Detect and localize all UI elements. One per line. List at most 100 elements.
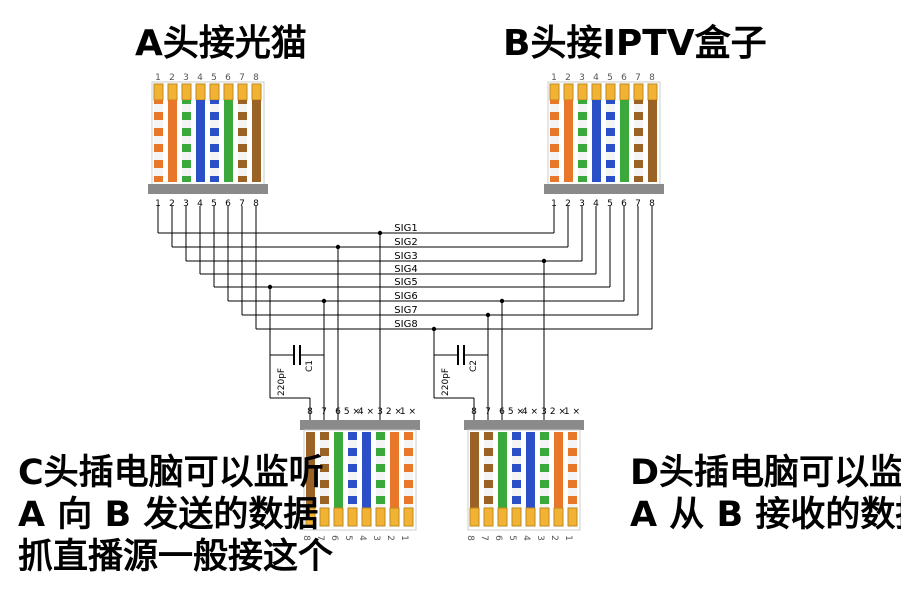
connector-pin-number: 2: [385, 535, 395, 541]
wire-orange-white: [404, 432, 413, 508]
connector-pin-number: 6: [621, 73, 627, 83]
wire-orange: [564, 100, 573, 182]
connector-pin-number: 7: [239, 199, 245, 209]
connector-pin-number: 8: [649, 199, 655, 209]
wire-blue: [362, 432, 371, 508]
connector-pin-number: 6: [329, 535, 339, 541]
junction-dot: [267, 284, 273, 290]
pin-mark: 8: [471, 407, 477, 417]
gold-contact: [497, 507, 508, 527]
wire-blue-white: [606, 100, 615, 182]
connector-pin-number: 3: [371, 535, 381, 541]
gold-contact: [553, 507, 564, 527]
gold-contact: [483, 507, 494, 527]
signal-label-1: SIG1: [394, 223, 417, 234]
gold-contact: [333, 507, 344, 527]
wire-green-white: [540, 432, 549, 508]
connector-pin-number: 8: [301, 535, 311, 541]
note-d: D头插电脑可以监听 A 从 B 接收的数据: [630, 452, 901, 536]
signal-label-4: SIG4: [394, 264, 417, 275]
wire-green: [334, 432, 343, 508]
connector-boot: [148, 184, 268, 194]
connector-pin-number: 3: [183, 199, 189, 209]
connector-pin-number: 8: [465, 535, 475, 541]
connector-pin-number: 3: [579, 199, 585, 209]
wire-orange-white: [154, 100, 163, 182]
gold-contact: [511, 507, 522, 527]
junction-dot: [431, 326, 437, 332]
gold-contact: [633, 83, 644, 101]
wire-blue-white: [348, 432, 357, 508]
connector-pin-number: 2: [169, 199, 175, 209]
wire-brown-white: [238, 100, 247, 182]
junction-dot: [499, 298, 505, 304]
note-d-line-1: D头插电脑可以监听: [630, 453, 901, 493]
connector-pin-number: 3: [535, 535, 545, 541]
gold-contact: [549, 83, 560, 101]
junction-dot: [377, 230, 383, 236]
signal-label-2: SIG2: [394, 237, 417, 248]
gold-contact: [347, 507, 358, 527]
gold-contact: [619, 83, 630, 101]
pin-mark: 2 ×: [550, 407, 566, 417]
wire-orange: [168, 100, 177, 182]
signal-label-3: SIG3: [394, 251, 417, 262]
wire-orange: [390, 432, 399, 508]
wire-brown: [648, 100, 657, 182]
gold-contact: [403, 507, 414, 527]
pin-mark: 5 ×: [344, 407, 360, 417]
junction-dot: [321, 298, 327, 304]
gold-contact: [153, 83, 164, 101]
gold-contact: [591, 83, 602, 101]
pin-mark: 6: [335, 407, 341, 417]
gold-contact: [237, 83, 248, 101]
pin-mark: 4 ×: [358, 407, 374, 417]
wire-blue: [526, 432, 535, 508]
wire-brown: [306, 432, 315, 508]
gold-contact: [577, 83, 588, 101]
gold-contact: [181, 83, 192, 101]
connector-pin-number: 7: [239, 73, 245, 83]
connector-pin-number: 4: [357, 535, 367, 541]
pin-mark: 1 ×: [564, 407, 580, 417]
connector-pin-number: 2: [565, 73, 571, 83]
signal-label-6: SIG6: [394, 291, 417, 302]
gold-contact: [539, 507, 550, 527]
connector-pin-number: 5: [343, 535, 353, 541]
gold-contact: [525, 507, 536, 527]
pin-mark: 2 ×: [386, 407, 402, 417]
connector-pin-number: 6: [621, 199, 627, 209]
connector-pin-number: 6: [493, 535, 503, 541]
wire-green-white: [182, 100, 191, 182]
pin-mark: 5 ×: [508, 407, 524, 417]
connector-pin-number: 2: [549, 535, 559, 541]
connector-pin-number: 6: [225, 199, 231, 209]
signal-label-7: SIG7: [394, 305, 417, 316]
connector-pin-number: 5: [607, 199, 613, 209]
gold-contact: [223, 83, 234, 101]
wire-brown-white: [484, 432, 493, 508]
gold-contact: [647, 83, 658, 101]
connector-pin-number: 8: [253, 199, 259, 209]
wire-blue-white: [210, 100, 219, 182]
gold-contact: [563, 83, 574, 101]
wire-green-white: [376, 432, 385, 508]
wire-green: [620, 100, 629, 182]
note-c: C头插电脑可以监听 A 向 B 发送的数据 抓直播源一般接这个: [18, 452, 333, 578]
wire-green: [498, 432, 507, 508]
pin-mark: 7: [485, 407, 491, 417]
connector-pin-number: 5: [211, 73, 217, 83]
wire-brown-white: [320, 432, 329, 508]
title-a-connector: A头接光猫: [135, 23, 307, 64]
note-c-line-2: A 向 B 发送的数据: [18, 495, 319, 535]
wire-orange: [554, 432, 563, 508]
connector-pin-number: 7: [315, 535, 325, 541]
wire-orange-white: [550, 100, 559, 182]
connector-pin-number: 1: [155, 199, 161, 209]
connector-pin-number: 1: [563, 535, 573, 541]
note-c-line-1: C头插电脑可以监听: [18, 453, 324, 493]
